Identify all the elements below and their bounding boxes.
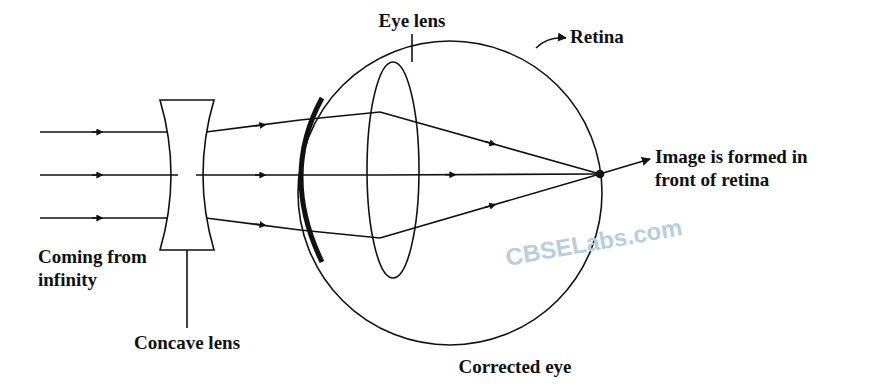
leader-line — [186, 250, 188, 328]
cornea — [301, 98, 322, 262]
leader-line — [536, 38, 566, 48]
leader-line — [603, 159, 650, 173]
part-label: Concave lens — [134, 332, 240, 355]
leader-line — [411, 34, 413, 62]
caption-label: Corrected eye — [458, 356, 571, 379]
part-label: Eye lens — [378, 10, 445, 33]
watermark: CBSELabs.com — [503, 213, 684, 272]
eye-lens — [367, 62, 419, 278]
part-label: Retina — [570, 26, 624, 49]
note-label: Image is formed in front of retina — [655, 146, 830, 192]
note-label: Coming from infinity — [38, 246, 148, 292]
eyeball — [298, 41, 602, 345]
